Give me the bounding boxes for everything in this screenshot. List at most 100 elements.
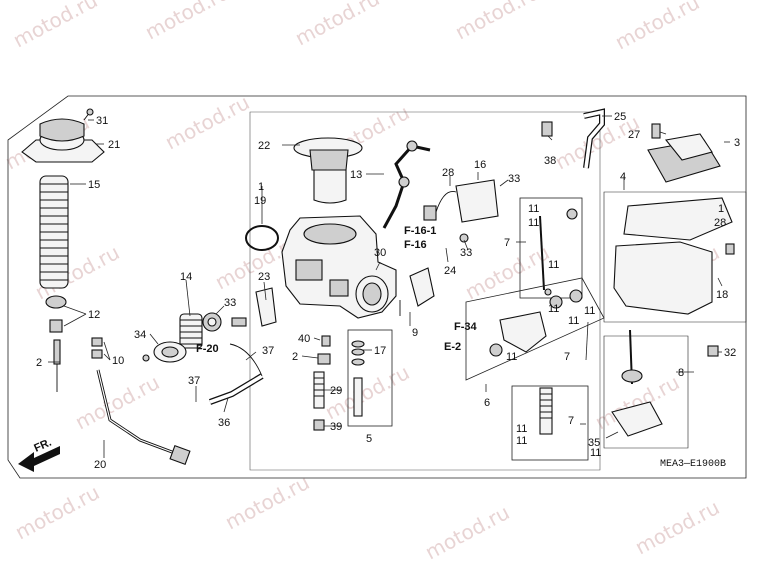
callout-labels: 31 21 15 12 2 10 20 22 13 1 19 14 23 33 …: [36, 111, 740, 471]
callout-9: 9: [412, 327, 418, 339]
watermark-text: motod.ru: [161, 90, 253, 154]
watermark-text: motod.ru: [631, 495, 723, 559]
callout-2: 2: [36, 357, 42, 369]
callout-11: 11: [516, 423, 527, 435]
screw-part: [83, 108, 94, 121]
overflow-hose-part: [541, 108, 605, 169]
callout-2: 2: [292, 351, 298, 363]
callout-33: 33: [224, 297, 236, 309]
callout-20: 20: [94, 459, 106, 471]
callout-11: 11: [516, 435, 527, 447]
callout-17: 17: [374, 345, 386, 357]
callout-21: 21: [108, 139, 120, 151]
reference-F-16: F-16: [404, 239, 427, 251]
watermark-text: motod.ru: [421, 500, 513, 564]
watermark-text: motod.ru: [141, 0, 233, 44]
callout-24: 24: [444, 265, 456, 277]
callout-7: 7: [564, 351, 570, 363]
callout-8: 8: [678, 367, 684, 379]
callout-30: 30: [374, 247, 386, 259]
carburetor-group-frame: [249, 111, 601, 471]
sensor-part: [423, 179, 499, 243]
watermark-text: motod.ru: [611, 0, 703, 54]
watermark-text: motod.ru: [9, 0, 101, 52]
vent-hose-part: [382, 140, 431, 229]
callout-28: 28: [714, 217, 726, 229]
watermark-text: motod.ru: [551, 110, 643, 174]
watermark-text: motod.ru: [451, 0, 543, 44]
accelerator-pump-group: [465, 197, 605, 461]
callout-28: 28: [442, 167, 454, 179]
jet-needle-part: [53, 339, 61, 392]
reference-E-2: E-2: [444, 341, 461, 353]
drum-part: [202, 312, 247, 332]
callout-11: 11: [506, 351, 517, 363]
diaphragm-part: [293, 137, 363, 204]
o-ring-part: [245, 225, 279, 251]
callout-15: 15: [88, 179, 100, 191]
front-direction-arrow: [18, 446, 60, 472]
watermark-text: motod.ru: [291, 0, 383, 50]
callout-31: 31: [96, 115, 108, 127]
callout-4: 4: [620, 171, 626, 183]
callout-11: 11: [528, 203, 539, 215]
callout-40: 40: [298, 333, 310, 345]
bracket-part: [255, 287, 277, 327]
callout-11: 11: [590, 447, 601, 459]
callout-3: 3: [734, 137, 740, 149]
callout-14: 14: [180, 271, 192, 283]
callout-35: 35: [588, 437, 600, 449]
callout-37: 37: [188, 375, 200, 387]
callout-5: 5: [366, 433, 372, 445]
callout-27: 27: [628, 129, 640, 141]
callout-10: 10: [112, 355, 124, 367]
pilot-screw-set-part: [347, 329, 393, 427]
linkage-part: [399, 267, 435, 316]
callout-33: 33: [508, 173, 520, 185]
callout-1: 1: [718, 203, 724, 215]
carburetor-body-part: [281, 215, 397, 319]
jet-assembly-group: [603, 329, 719, 449]
leader-lines: [48, 115, 730, 458]
callout-11: 11: [548, 259, 559, 271]
callout-18: 18: [716, 289, 728, 301]
watermark-text: motod.ru: [11, 480, 103, 544]
diagram-code: MEA3—E1900B: [660, 459, 726, 470]
pulley-part: [142, 341, 187, 363]
callout-33: 33: [460, 247, 472, 259]
reference-labels: F-16-1 F-16 F-20 F-34 E-2: [196, 225, 478, 355]
callout-13: 13: [350, 169, 362, 181]
float-chamber-group: [603, 123, 747, 323]
top-cover-part: [21, 118, 105, 163]
callout-29: 29: [330, 385, 342, 397]
watermark-text: motod.ru: [221, 470, 313, 534]
callout-11: 11: [528, 217, 539, 229]
fuel-hose-part: [208, 343, 264, 405]
callout-11: 11: [568, 315, 579, 327]
callout-7: 7: [504, 237, 510, 249]
spring-part: [39, 175, 69, 289]
watermark-text: motod.ru: [461, 240, 553, 304]
callout-11: 11: [548, 303, 559, 315]
callout-16: 16: [474, 159, 486, 171]
callout-25: 25: [614, 111, 626, 123]
callout-32: 32: [724, 347, 736, 359]
callout-34: 34: [134, 329, 146, 341]
needle-holder-part: [45, 295, 67, 333]
callout-19: 19: [254, 195, 266, 207]
callout-39: 39: [330, 421, 342, 433]
spring-washer-part: [91, 337, 103, 359]
reference-F-34: F-34: [454, 321, 478, 333]
callout-12: 12: [88, 309, 100, 321]
reference-F-20: F-20: [196, 343, 219, 355]
callout-38: 38: [544, 155, 556, 167]
callout-23: 23: [258, 271, 270, 283]
callout-1: 1: [258, 181, 264, 193]
callout-11: 11: [584, 305, 595, 317]
callout-37: 37: [262, 345, 274, 357]
diagram-frame: [7, 95, 747, 479]
callout-7: 7: [568, 415, 574, 427]
callout-36: 36: [218, 417, 230, 429]
